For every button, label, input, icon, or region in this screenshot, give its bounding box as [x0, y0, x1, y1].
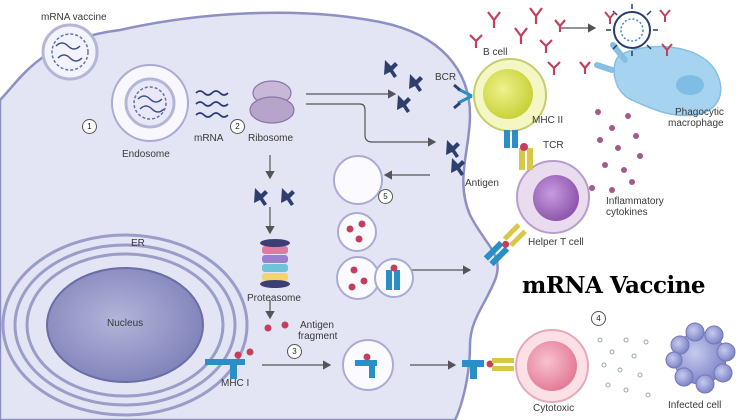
step-3-badge: 3	[287, 344, 302, 359]
antigen-label: Antigen	[465, 178, 499, 189]
b-cell-label: B cell	[483, 47, 508, 58]
proteasome	[260, 239, 290, 288]
ribosome-label: Ribosome	[248, 133, 294, 144]
mrna-strands	[195, 90, 229, 118]
mrna-label: mRNA	[194, 133, 224, 144]
step-1-badge: 1	[82, 119, 97, 134]
infected-cell	[665, 322, 736, 394]
helper-t-cell	[516, 143, 590, 234]
phagocytic-macrophage	[594, 42, 722, 117]
vesicle-fragments	[337, 212, 377, 252]
helper-t-cell-label: Helper T cell	[528, 237, 584, 248]
surface-mhc-i	[462, 358, 514, 379]
endosome	[111, 64, 189, 142]
inflammatory-cytokines	[589, 109, 643, 193]
mhc-i-label: MHC I	[221, 378, 250, 389]
antigen-fragment-label-2: fragment	[298, 331, 338, 342]
infected-cell-label: Infected cell	[668, 400, 722, 411]
inflammatory-label-2: cytokines	[606, 207, 648, 218]
nucleus	[46, 267, 204, 383]
ribosome	[249, 80, 295, 124]
virus-particle	[604, 4, 673, 56]
proteasome-label: Proteasome	[247, 293, 301, 304]
mrna-vaccine-particle	[41, 23, 99, 81]
phagocytic-label-2: macrophage	[668, 118, 724, 129]
antigen-fragment-label-1: Antigen	[300, 320, 334, 331]
step-5-badge: 5	[378, 189, 393, 204]
nucleus-label: Nucleus	[107, 318, 144, 329]
vesicle-mhc-i	[342, 339, 394, 391]
antibodies	[469, 7, 591, 75]
endosome-label: Endosome	[122, 149, 170, 160]
cytotoxic-label: Cytotoxic	[533, 403, 575, 414]
secreted-antigens	[384, 60, 465, 176]
tcr-label: TCR	[543, 140, 564, 151]
er	[1, 233, 249, 417]
antigen-fragments	[246, 321, 289, 356]
mrna-vaccine-label: mRNA vaccine	[41, 12, 107, 23]
step-2-badge: 2	[230, 119, 245, 134]
mhc-ii-label: MHC II	[532, 115, 564, 126]
vesicle-antigen	[333, 155, 383, 205]
phagocytic-label-1: Phagocytic	[675, 107, 724, 118]
vesicle-mhc-fusion	[336, 256, 414, 300]
cytotoxic-t-cell	[515, 329, 589, 403]
perforin-granules	[597, 337, 651, 398]
surface-mhc-ii	[483, 223, 527, 267]
er-label: ER	[131, 238, 145, 249]
bcr-label: BCR	[435, 72, 457, 83]
b-cell	[453, 58, 547, 148]
page-title: mRNA Vaccine	[522, 272, 706, 299]
inflammatory-label-1: Inflammatory	[606, 196, 664, 207]
process-arrows	[262, 23, 597, 370]
mhc-i-complex	[205, 351, 245, 379]
step-4-badge: 4	[591, 311, 606, 326]
